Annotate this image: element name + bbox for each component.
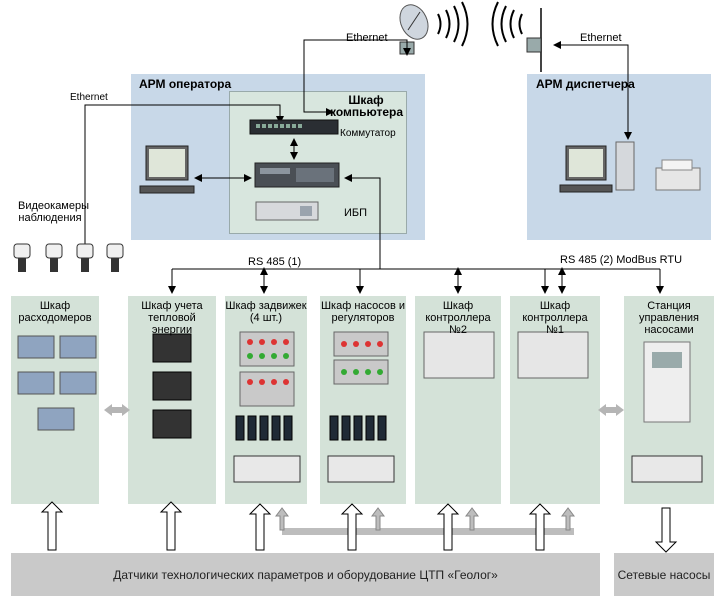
dispatcher-pc-icon (559, 141, 635, 193)
network-switch-icon (249, 119, 339, 135)
dispatcher-title: АРМ диспетчера (536, 77, 635, 91)
ethernet-label-right: Ethernet (580, 32, 622, 44)
cabinet-controller-1 (510, 296, 600, 504)
cameras-label: Видеокамеры наблюдения (18, 200, 90, 224)
cabinet-controller-2 (415, 296, 501, 504)
frequency-drive-icon (643, 341, 691, 423)
cabinet-flowmeters (11, 296, 99, 504)
server-icon (254, 162, 340, 188)
cabinet-label-pumps: Шкаф насосов и регуляторов (320, 300, 406, 324)
pumps-bar: Сетевые насосы (614, 553, 714, 596)
printer-icon (655, 159, 701, 191)
antenna-icon (526, 8, 542, 72)
cabinet-label-ctrl2: Шкаф контроллера №2 (425, 300, 491, 336)
ups-icon (255, 201, 319, 221)
ethernet-label-left: Ethernet (346, 32, 388, 44)
video-cameras-icon (13, 243, 124, 272)
sensors-bar: Датчики технологических параметров и обо… (11, 553, 600, 596)
satellite-dish-icon (399, 4, 429, 55)
operator-pc-icon (139, 145, 195, 194)
control-panels-icon (239, 331, 389, 407)
cabinet-label-flowmeters: Шкаф расходомеров (18, 300, 92, 324)
ups-label: ИБП (344, 207, 368, 219)
cabinet-label-valves: Шкаф задвижек (4 шт.) (225, 300, 307, 324)
sensors-label: Датчики технологических параметров и обо… (113, 567, 498, 582)
contactors-icon (233, 455, 703, 483)
breakers-icon (235, 415, 387, 441)
pc-cabinet-title: Шкаф компьютера (330, 93, 404, 119)
radio-waves-icon (437, 1, 523, 47)
rs485-1-label: RS 485 (1) (248, 256, 302, 268)
operator-title: АРМ оператора (139, 77, 232, 91)
switch-label: Коммутатор (340, 128, 396, 139)
cabinet-label-ctrl1: Шкаф контроллера №1 (522, 300, 588, 336)
heat-meter-devices-icon (152, 333, 192, 439)
flowmeter-devices-icon (17, 335, 97, 431)
cabinet-label-station: Станция управления насосами (639, 300, 699, 336)
rs485-2-label: RS 485 (2) ModBus RTU (560, 254, 683, 266)
cabinet-label-heat: Шкаф учета тепловой энергии (141, 300, 203, 336)
ethernet-label-cams: Ethernet (70, 92, 108, 103)
controller-modules-icon (423, 331, 589, 379)
pumps-label: Сетевые насосы (617, 567, 711, 582)
